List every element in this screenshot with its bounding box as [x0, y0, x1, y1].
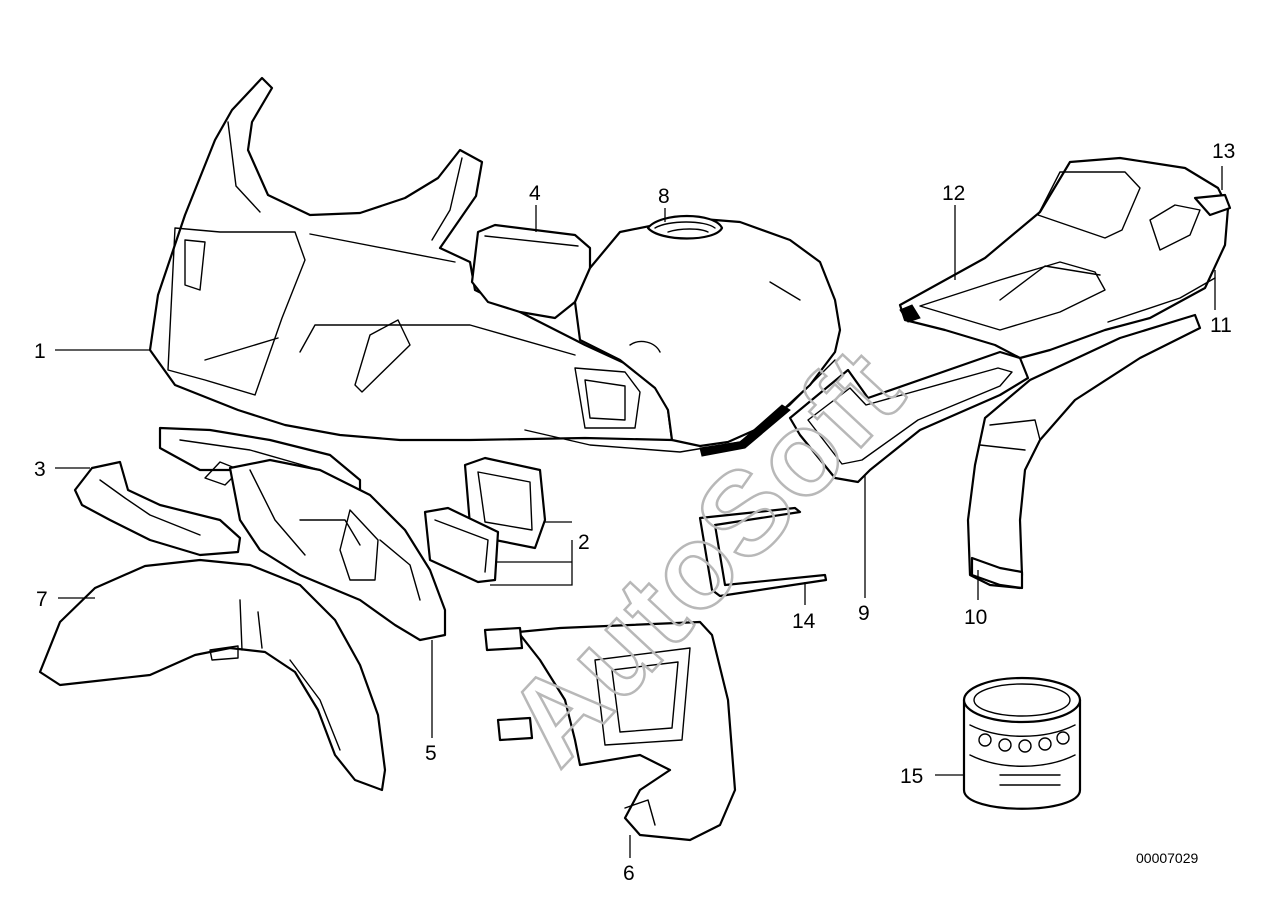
callouts: 1 2 3 4 5 6 7 8 9 10 11 12 13 14 15 [34, 140, 1235, 885]
callout-1: 1 [34, 340, 46, 363]
part-trim-strip [698, 506, 828, 598]
part-front-fairing [148, 76, 674, 442]
part-paint-can [962, 676, 1082, 810]
part-front-mudguard [38, 558, 387, 792]
part-lower-fairing-side [228, 458, 447, 642]
part-belly-pan [483, 620, 737, 842]
callout-7: 7 [36, 588, 48, 611]
callout-10: 10 [964, 606, 987, 629]
callout-12: 12 [942, 182, 965, 205]
callout-2: 2 [578, 531, 590, 554]
diagram-reference-number: 00007029 [1136, 850, 1199, 866]
callout-5: 5 [425, 742, 437, 765]
callout-3: 3 [34, 458, 46, 481]
callout-6: 6 [623, 862, 635, 885]
part-side-panel [788, 350, 1030, 484]
part-air-ducts [423, 456, 547, 584]
callout-9: 9 [858, 602, 870, 625]
callout-8: 8 [658, 185, 670, 208]
part-tank-cover [524, 214, 842, 457]
leader-lines [55, 166, 1223, 858]
callout-14: 14 [792, 610, 816, 633]
callout-15: 15 [900, 765, 923, 788]
callout-11: 11 [1210, 314, 1232, 337]
callout-13: 13 [1212, 140, 1235, 163]
part-seat-cowl [898, 156, 1232, 360]
part-rear-panel [966, 313, 1202, 590]
callout-4: 4 [529, 182, 541, 205]
